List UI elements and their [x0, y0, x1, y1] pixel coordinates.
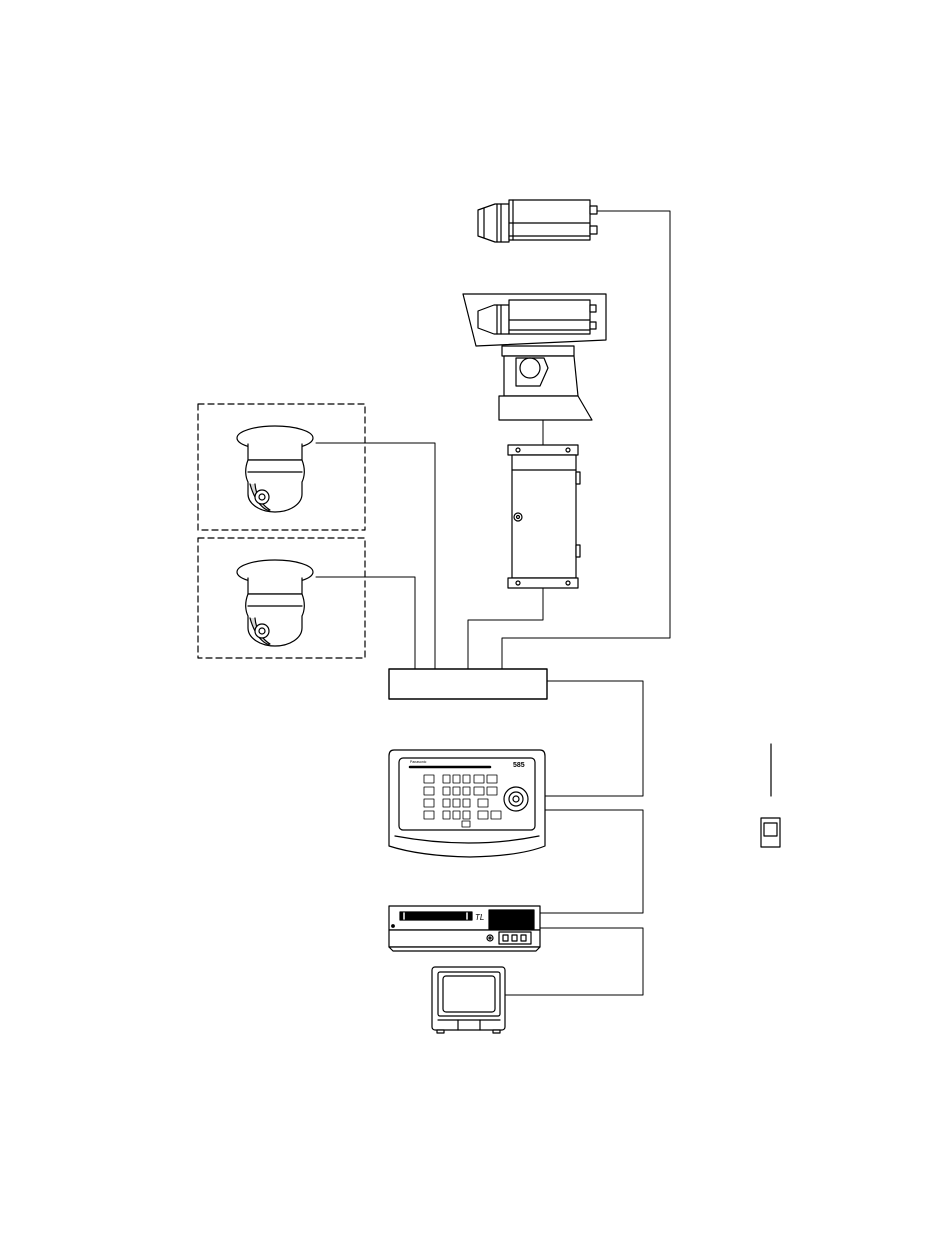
- pan-tilt-base: [499, 396, 592, 420]
- dome-camera-group-1: [198, 404, 365, 530]
- pan-tilt-yoke: [504, 356, 578, 396]
- legend-terminal-symbol: [761, 818, 780, 847]
- dome-camera-1: [237, 426, 313, 512]
- monitor-screen: [443, 976, 495, 1012]
- recorder-cassette-slot: [400, 912, 472, 920]
- dome-camera-group-2: [198, 538, 365, 658]
- camera-body: [509, 200, 590, 240]
- controller-model: 585: [513, 762, 525, 769]
- camera-lens: [478, 204, 509, 242]
- controller-joystick: [509, 792, 523, 806]
- pan-tilt-mount-plate: [502, 346, 574, 356]
- camera-housing-pan-tilt: [463, 294, 606, 420]
- receiver-top-flange: [508, 445, 578, 455]
- dome-camera-2: [237, 560, 313, 646]
- system-controller: Panasonic 585: [389, 750, 545, 857]
- recorder-mark: TL: [475, 913, 484, 922]
- housing-camera-lens: [478, 305, 509, 334]
- video-monitor: [432, 967, 505, 1033]
- receiver-unit: [508, 445, 580, 588]
- receiver-bottom-flange: [508, 578, 578, 588]
- matrix-switcher-box: [389, 669, 547, 699]
- cable-box-camera-to-matrix: [502, 211, 670, 669]
- box-camera: [478, 200, 597, 242]
- pan-tilt-axis: [520, 358, 540, 378]
- recorder-display: [489, 910, 534, 929]
- dome-lens-1: [255, 490, 269, 504]
- controller-brand: Panasonic: [410, 760, 427, 764]
- time-lapse-recorder: TL: [389, 906, 540, 951]
- cable-matrix-to-controller: [545, 681, 643, 796]
- cable-controller-to-recorder: [540, 810, 643, 913]
- housing-camera-body: [509, 300, 590, 334]
- cable-dome-camera-1-to-matrix: [316, 443, 435, 669]
- dome-lens-2: [255, 624, 269, 638]
- cable-receiver-to-matrix: [468, 588, 543, 669]
